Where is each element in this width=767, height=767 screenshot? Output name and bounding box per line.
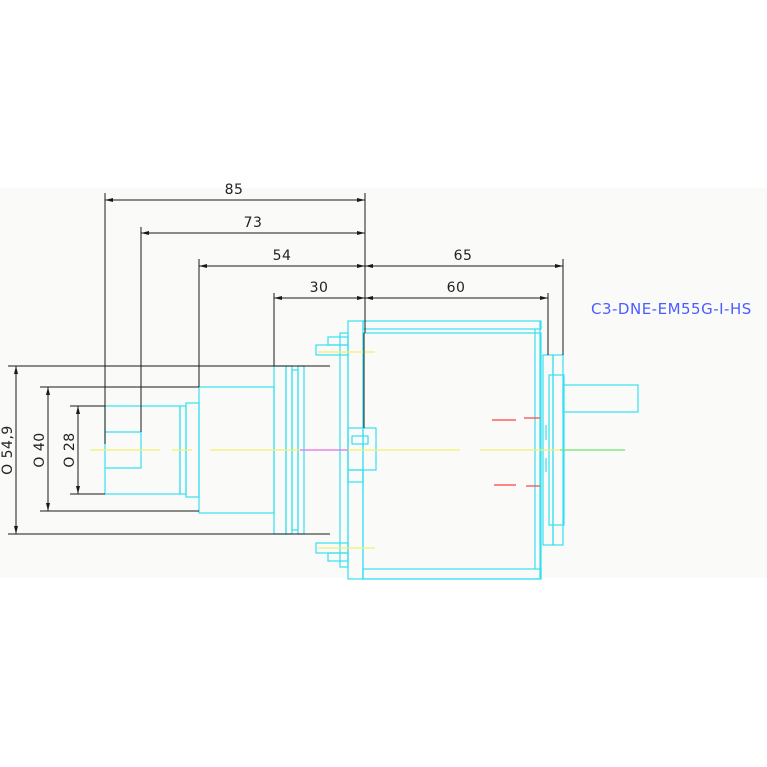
dim-73: 73: [244, 215, 263, 231]
hidden-lines: [492, 417, 547, 487]
dimension-arrows: [14, 198, 563, 534]
dim-diameter-28: O 28: [62, 432, 78, 467]
dim-diameter-40: O 40: [32, 432, 48, 467]
dimension-lines: [8, 193, 564, 535]
dim-85: 85: [225, 182, 244, 198]
dim-30: 30: [310, 280, 329, 296]
drawing-area: [0, 188, 767, 578]
model-label: C3-DNE-EM55G-I-HS: [591, 300, 752, 318]
dim-65: 65: [454, 248, 473, 264]
centerlines: [90, 351, 625, 549]
dim-diameter-54-9: O 54,9: [0, 425, 16, 475]
dim-54: 54: [273, 248, 292, 264]
dim-60: 60: [447, 280, 466, 296]
